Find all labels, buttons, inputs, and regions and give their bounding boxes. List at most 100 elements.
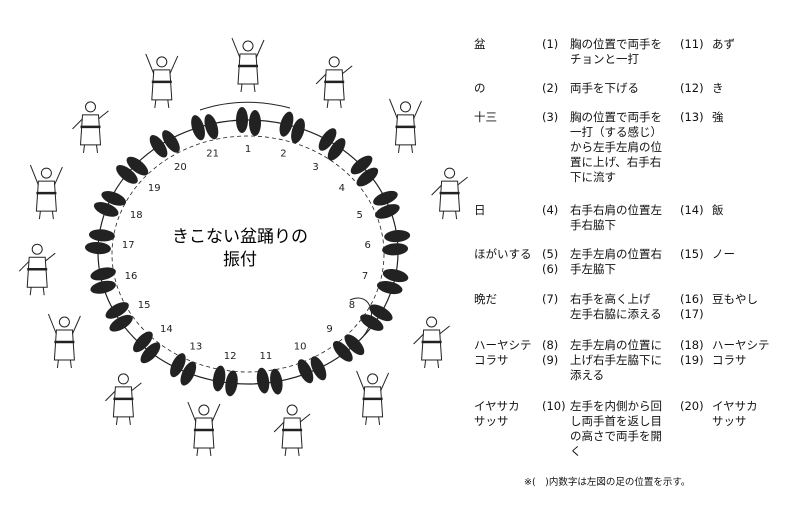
dancer-arms bbox=[18, 252, 56, 272]
footprint-left bbox=[310, 356, 327, 381]
dancer-kimono bbox=[35, 180, 57, 212]
footprint-left bbox=[109, 314, 133, 332]
step-number-cell: (3) bbox=[542, 110, 559, 124]
footprint bbox=[84, 229, 115, 255]
dancer-kimono bbox=[394, 114, 417, 146]
lyric-cell: の bbox=[474, 81, 486, 95]
lyric-cell: 日 bbox=[474, 203, 486, 217]
dancer-arms bbox=[356, 370, 390, 392]
dancer-figure bbox=[273, 404, 311, 457]
dancer-figure bbox=[72, 101, 109, 153]
loop-path bbox=[199, 101, 291, 111]
movement-cell: 右手を高く上げ 左手右脇に添える bbox=[570, 292, 662, 321]
dancer-head bbox=[400, 101, 411, 113]
footprint-right bbox=[256, 367, 270, 394]
footprint bbox=[279, 111, 305, 144]
dancer-legs bbox=[240, 83, 256, 93]
table-row: イヤサカ サッサ (10) 左手を内側から回 し両手首を返し目 の高さで両手を開… bbox=[474, 399, 800, 469]
step-number-label: 4 bbox=[339, 183, 345, 194]
movement-cell: 胸の位置で両手を チョンと一打 bbox=[570, 37, 662, 66]
dancer-head bbox=[117, 373, 129, 385]
dancer-arms bbox=[273, 413, 311, 433]
footprint bbox=[376, 269, 409, 295]
step-number-cell: (8) (9) bbox=[542, 338, 559, 367]
step-number-cell-2: (12) bbox=[680, 81, 704, 95]
step-number-cell-2: (16) (17) bbox=[680, 292, 704, 321]
diagram-title-line-1: きこない盆踊りの bbox=[172, 227, 308, 247]
footprint-right bbox=[133, 331, 153, 353]
footprint bbox=[350, 155, 379, 187]
footprint-right bbox=[162, 130, 180, 153]
dancer-arms bbox=[187, 401, 221, 423]
footprint bbox=[133, 331, 161, 364]
dancer-kimono bbox=[439, 180, 461, 212]
footprint-left bbox=[382, 269, 409, 283]
step-number-label: 10 bbox=[294, 342, 307, 353]
dancers bbox=[18, 37, 468, 457]
dancer-arms bbox=[315, 65, 353, 85]
step-number-cell: (2) bbox=[542, 81, 559, 95]
dancer-figure bbox=[389, 98, 422, 153]
dancer-kimono bbox=[362, 386, 384, 418]
footprint bbox=[382, 230, 411, 256]
step-number-label: 15 bbox=[138, 300, 151, 311]
footprint bbox=[236, 107, 261, 136]
dancer-head bbox=[328, 56, 340, 68]
movement-cell: 左手左肩の位置右 手左脇下 bbox=[570, 247, 662, 276]
dancer-figure bbox=[187, 401, 221, 457]
footprint-right bbox=[105, 302, 129, 319]
footnote: ※( )内数字は左図の足の位置を示す。 bbox=[524, 477, 691, 488]
footprints bbox=[84, 107, 411, 397]
dancer-figure bbox=[231, 37, 265, 93]
step-number-label: 6 bbox=[365, 240, 371, 251]
lyric-cell: ハーヤシテ コラサ bbox=[474, 338, 532, 367]
footprint-right bbox=[327, 138, 346, 161]
step-number-label: 7 bbox=[362, 271, 368, 282]
inner-path bbox=[111, 135, 385, 373]
movement-cell: 左手左肩の位置に 上げ右手左脇下に 添える bbox=[570, 338, 662, 382]
footprint bbox=[332, 334, 365, 362]
footprint-right bbox=[249, 110, 261, 136]
footprint bbox=[318, 128, 346, 161]
footprint-right bbox=[291, 118, 305, 144]
dancer-figure bbox=[145, 53, 179, 108]
step-number-cell-2: (18) (19) bbox=[680, 338, 704, 367]
dancer-arms bbox=[389, 98, 422, 120]
step-number-label: 18 bbox=[130, 210, 143, 221]
footprint-left bbox=[93, 202, 119, 217]
footprint-right bbox=[297, 359, 314, 384]
footprint-right bbox=[212, 365, 226, 392]
step-number-label: 8 bbox=[349, 300, 355, 311]
footprint-left bbox=[350, 155, 373, 175]
dancer-figure bbox=[29, 164, 63, 220]
footprint bbox=[360, 304, 393, 331]
dancer-kimono bbox=[26, 256, 48, 288]
lyric-cell-2: イヤサカ サッサ bbox=[712, 399, 758, 428]
dancer-head bbox=[426, 316, 438, 328]
footprint-right bbox=[382, 243, 409, 256]
table-row: 十三 (3) 胸の位置で両手を 一打（する感じ） から左手左肩の位 置に上げ、右… bbox=[474, 110, 800, 200]
footprint-left bbox=[140, 342, 161, 364]
dancer-head bbox=[31, 243, 43, 255]
dancer-arms bbox=[231, 37, 265, 59]
footprint-left bbox=[180, 361, 197, 386]
lyric-cell-2: ハーヤシテ コラサ bbox=[712, 338, 770, 367]
diagram-title: きこない盆踊りの 振付 bbox=[150, 226, 330, 272]
dancer-kimono bbox=[421, 329, 443, 361]
table-row: ハーヤシテ コラサ (8) (9) 左手左肩の位置に 上げ右手左脇下に 添える … bbox=[474, 338, 800, 398]
step-number-label: 21 bbox=[206, 149, 219, 160]
dancer-kimono bbox=[237, 53, 259, 85]
step-number-cell-2: (13) bbox=[680, 110, 704, 124]
dancer-figure bbox=[47, 313, 81, 369]
dancer-head bbox=[58, 316, 70, 328]
footprint-left bbox=[318, 128, 337, 151]
footprint-left bbox=[191, 115, 205, 141]
lyric-cell: イヤサカ サッサ bbox=[474, 399, 520, 428]
lyric-cell: 十三 bbox=[474, 110, 497, 124]
dancer-figure bbox=[356, 370, 390, 425]
footprint-right bbox=[376, 281, 403, 295]
step-number-cell: (5) (6) bbox=[542, 247, 559, 276]
table-row: の (2) 両手を下げる (12) き bbox=[474, 81, 800, 141]
dancer-figure bbox=[431, 167, 468, 220]
